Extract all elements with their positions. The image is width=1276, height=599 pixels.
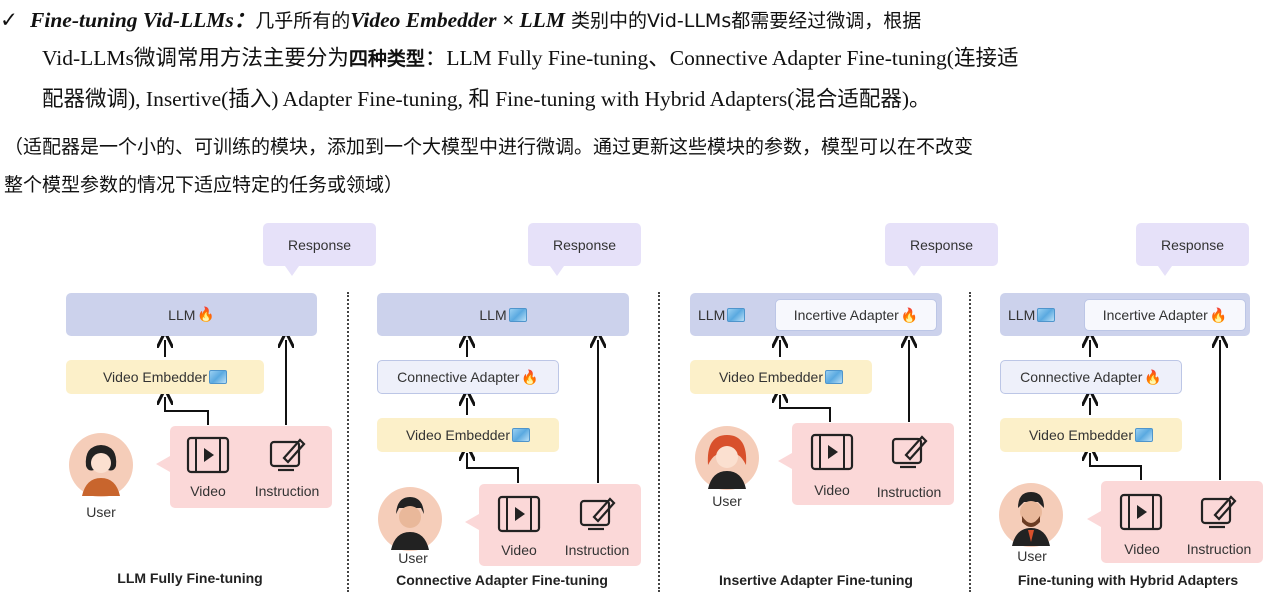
ice-icon	[825, 370, 844, 384]
video-embedder-box: Video Embedder	[377, 418, 559, 452]
video-embedder-box: Video Embedder	[1000, 418, 1182, 452]
fire-icon: 🔥	[1144, 368, 1162, 385]
ice-icon	[1135, 428, 1154, 442]
user-label: User	[398, 550, 428, 566]
intro-line-2: Vid-LLMs微调常用方法主要分为四种类型：LLM Fully Fine-tu…	[42, 46, 1019, 70]
video-embedder-box: Video Embedder	[690, 360, 872, 394]
panel-caption: Insertive Adapter Fine-tuning	[719, 572, 913, 588]
connective-adapter-box: Connective Adapter🔥	[1000, 360, 1182, 394]
user-label: User	[86, 504, 116, 520]
intro-bold: 四种类型	[348, 48, 425, 70]
user-icon	[695, 426, 759, 490]
intro-line-1: ✓Fine-tuning Vid-LLMs：几乎所有的Video Embedde…	[0, 0, 921, 41]
instruction-icon	[579, 497, 616, 531]
ice-icon	[512, 428, 531, 442]
panel-caption: LLM Fully Fine-tuning	[117, 570, 263, 586]
connective-adapter-box: Connective Adapter🔥	[377, 360, 559, 394]
panel-separator	[969, 292, 971, 592]
user-label: User	[1017, 548, 1047, 564]
instruction-icon	[269, 438, 306, 472]
ice-icon	[727, 307, 746, 322]
video-label: Video	[1124, 541, 1160, 557]
video-icon	[186, 436, 230, 474]
video-embedder-box: Video Embedder	[66, 360, 264, 394]
note-line-1: （适配器是一个小的、可训练的模块，添加到一个大模型中进行微调。通过更新这些模块的…	[4, 136, 974, 158]
ice-icon	[508, 307, 527, 322]
instruction-label: Instruction	[564, 542, 630, 558]
instruction-icon	[891, 435, 928, 469]
llm-box: LLM	[377, 293, 629, 336]
intro-title: Fine-tuning Vid-LLMs：	[30, 8, 256, 32]
fire-icon: 🔥	[1209, 306, 1228, 323]
user-label: User	[712, 493, 742, 509]
intro-emphasis: Video Embedder × LLM	[350, 8, 565, 32]
instruction-label: Instruction	[876, 484, 942, 500]
panel-separator	[347, 292, 349, 592]
response-box: Response	[263, 223, 376, 276]
incertive-adapter-box: Incertive Adapter🔥	[775, 299, 937, 331]
ice-icon	[209, 370, 228, 384]
fine-tuning-diagram: Response LLM🔥 Video Embedder Video Instr…	[0, 210, 1276, 599]
intro-line-3: 配器微调), Insertive(插入) Adapter Fine-tuning…	[42, 87, 931, 111]
video-label: Video	[190, 483, 226, 499]
response-box: Response	[1136, 223, 1249, 276]
user-icon	[999, 483, 1063, 547]
instruction-label: Instruction	[1186, 541, 1252, 557]
instruction-icon	[1200, 495, 1237, 529]
panel-caption: Fine-tuning with Hybrid Adapters	[1017, 572, 1239, 588]
ice-icon	[1037, 307, 1056, 322]
panel-separator	[658, 292, 660, 592]
instruction-label: Instruction	[254, 483, 320, 499]
panel-caption: Connective Adapter Fine-tuning	[396, 572, 608, 588]
video-icon	[810, 433, 854, 471]
video-label: Video	[814, 482, 850, 498]
video-icon	[1119, 493, 1163, 531]
video-icon	[497, 495, 541, 533]
fire-icon: 🔥	[521, 368, 539, 385]
user-icon	[69, 433, 133, 497]
user-icon	[378, 487, 442, 551]
llm-box: LLM🔥	[66, 293, 317, 336]
checkmark-icon: ✓	[0, 8, 19, 32]
response-box: Response	[885, 223, 998, 276]
diagram-arrows	[0, 210, 1276, 483]
fire-icon: 🔥	[197, 306, 215, 322]
video-label: Video	[501, 542, 537, 558]
incertive-adapter-box: Incertive Adapter🔥	[1084, 299, 1246, 331]
response-box: Response	[528, 223, 641, 276]
fire-icon: 🔥	[900, 306, 919, 323]
note-line-2: 整个模型参数的情况下适应特定的任务或领域）	[4, 174, 404, 196]
